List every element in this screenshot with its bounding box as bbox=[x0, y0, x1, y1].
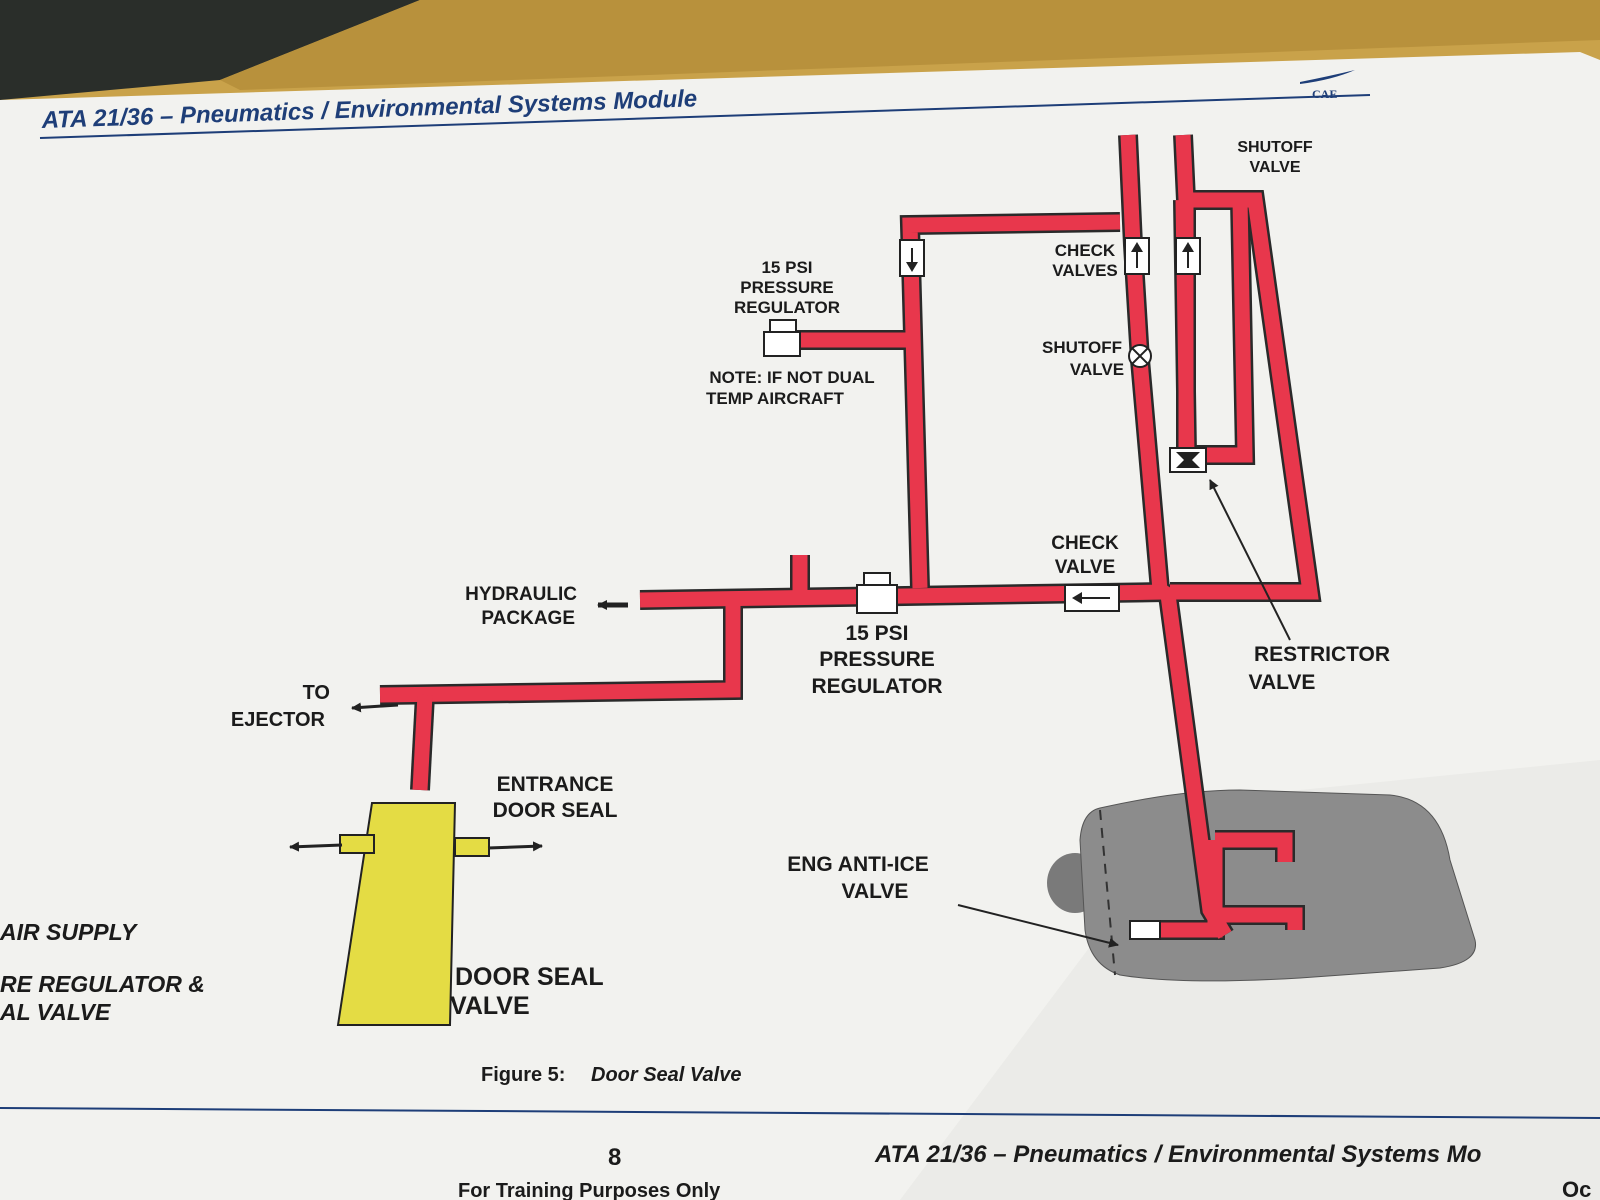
label-line: SHUTOFF bbox=[1237, 139, 1312, 156]
footer-training-note: For Training Purposes Only bbox=[458, 1180, 721, 1200]
label-pressure-regulator-upper: 15 PSI PRESSURE REGULATOR bbox=[734, 258, 840, 317]
label-line: CHECK bbox=[1055, 241, 1116, 260]
check-valve-center bbox=[1124, 237, 1150, 275]
label-line: HYDRAULIC bbox=[465, 584, 577, 605]
label-eng-anti-ice-valve: ENG ANTI-ICE VALVE bbox=[787, 853, 929, 903]
footer-page-number: 8 bbox=[608, 1144, 621, 1171]
pressure-regulator-lower-symbol bbox=[856, 572, 898, 614]
restrictor-valve-symbol bbox=[1169, 447, 1207, 473]
check-valve-horizontal bbox=[1064, 584, 1120, 612]
cae-logo: CAE bbox=[1300, 70, 1355, 101]
left-fragment-valve: AL VALVE bbox=[0, 999, 111, 1025]
arrow-up-icon bbox=[1182, 242, 1194, 252]
label-line: 15 PSI bbox=[761, 258, 812, 277]
engine-nacelle bbox=[1047, 789, 1477, 982]
arrow-down-icon bbox=[906, 262, 918, 272]
left-fragment-air-supply: AIR SUPPLY bbox=[0, 919, 139, 945]
footer-rule bbox=[0, 1107, 1600, 1119]
leader-line-restrictor bbox=[1209, 479, 1291, 641]
label-line: RESTRICTOR bbox=[1254, 643, 1390, 666]
left-fragment-regulator: RE REGULATOR & bbox=[0, 971, 205, 997]
label-entrance-door-seal: ENTRANCE DOOR SEAL bbox=[493, 773, 618, 822]
label-line: TEMP AIRCRAFT bbox=[706, 389, 845, 408]
label-line: PRESSURE bbox=[740, 278, 834, 297]
pressure-regulator-upper-symbol bbox=[763, 319, 801, 357]
label-shutoff-valve-top: SHUTOFF VALVE bbox=[1237, 139, 1312, 176]
footer-corner-fragment: Oc bbox=[1562, 1177, 1591, 1200]
label-restrictor-valve: RESTRICTOR VALVE bbox=[1249, 643, 1391, 694]
label-line: TO bbox=[303, 682, 330, 704]
label-line: VALVE bbox=[450, 992, 530, 1020]
arrow-up-icon bbox=[1131, 242, 1143, 252]
label-line: VALVES bbox=[1052, 261, 1118, 280]
flow-arrows bbox=[289, 479, 1291, 948]
label-line: VALVE bbox=[1250, 159, 1301, 176]
label-line: DOOR SEAL bbox=[455, 963, 604, 991]
label-hydraulic-package: HYDRAULIC PACKAGE bbox=[465, 584, 577, 629]
arrow-left-icon bbox=[1072, 592, 1082, 604]
label-line: PRESSURE bbox=[819, 648, 935, 671]
eng-anti-ice-valve-symbol bbox=[1129, 920, 1161, 940]
caption-title: Door Seal Valve bbox=[591, 1064, 741, 1086]
arrow-left-icon bbox=[289, 841, 343, 852]
leader-line-anti-ice bbox=[957, 904, 1119, 948]
pneumatic-diagram bbox=[289, 134, 1477, 1026]
label-line: REGULATOR bbox=[811, 675, 942, 698]
label-line: CHECK bbox=[1051, 533, 1119, 554]
label-to-ejector: TO EJECTOR bbox=[231, 682, 330, 731]
label-line: DOOR SEAL bbox=[493, 799, 618, 822]
label-shutoff-valve-mid: SHUTOFF VALVE bbox=[1042, 338, 1124, 379]
shutoff-valve-symbol bbox=[1128, 344, 1152, 368]
header-rule bbox=[39, 94, 1371, 139]
label-note: NOTE: IF NOT DUAL TEMP AIRCRAFT bbox=[706, 368, 875, 408]
label-line: 15 PSI bbox=[845, 622, 908, 645]
label-check-valves: CHECK VALVES bbox=[1052, 241, 1118, 280]
label-line: VALVE bbox=[1249, 671, 1316, 694]
label-check-valve: CHECK VALVE bbox=[1051, 533, 1119, 578]
arrow-left-icon bbox=[351, 702, 399, 713]
label-line: PACKAGE bbox=[481, 608, 575, 629]
label-line: EJECTOR bbox=[231, 709, 326, 731]
label-line: VALVE bbox=[842, 880, 909, 903]
label-line: ENTRANCE bbox=[497, 773, 614, 796]
label-door-seal-valve: DOOR SEAL VALVE bbox=[450, 963, 604, 1020]
label-line: VALVE bbox=[1055, 557, 1116, 578]
label-line: VALVE bbox=[1070, 360, 1124, 379]
cae-logo-swoosh-icon bbox=[1300, 70, 1355, 84]
door-seal-assembly bbox=[336, 802, 490, 1026]
caption-prefix: Figure 5: bbox=[481, 1064, 565, 1086]
footer-title: ATA 21/36 – Pneumatics / Environmental S… bbox=[874, 1141, 1481, 1168]
arrow-right-icon bbox=[487, 841, 543, 852]
check-valve-left-upper bbox=[899, 239, 925, 277]
label-line: ENG ANTI-ICE bbox=[787, 853, 929, 876]
cae-logo-text: CAE bbox=[1312, 87, 1337, 101]
label-pressure-regulator-lower: 15 PSI PRESSURE REGULATOR bbox=[811, 622, 942, 698]
figure-caption: Figure 5: Door Seal Valve bbox=[481, 1064, 741, 1086]
label-line: SHUTOFF bbox=[1042, 338, 1122, 357]
label-line: REGULATOR bbox=[734, 298, 840, 317]
label-line: NOTE: IF NOT DUAL bbox=[709, 368, 874, 387]
check-valve-right bbox=[1175, 237, 1201, 275]
